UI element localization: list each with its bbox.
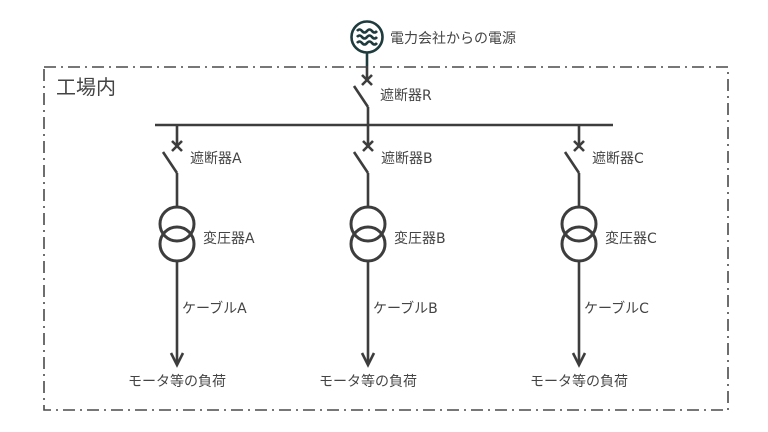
breaker-x-icon bbox=[362, 140, 374, 152]
load-label: モータ等の負荷 bbox=[530, 373, 628, 390]
breaker-x-icon bbox=[171, 140, 183, 152]
branch-b: 遮断器B 変圧器B ケーブルB モータ等の負荷 bbox=[319, 125, 446, 390]
breaker-x-icon bbox=[361, 74, 373, 86]
breaker-blade bbox=[352, 151, 370, 174]
arrow-head-icon bbox=[169, 352, 185, 368]
transformer-label: 変圧器B bbox=[394, 230, 446, 247]
load-label: モータ等の負荷 bbox=[128, 373, 226, 390]
power-source-label: 電力会社からの電源 bbox=[390, 31, 516, 47]
breaker-x-icon bbox=[573, 140, 585, 152]
factory-boundary bbox=[43, 66, 729, 411]
breaker-label: 遮断器B bbox=[381, 151, 433, 167]
ac-power-source-icon bbox=[350, 20, 384, 54]
breaker-label: 遮断器C bbox=[592, 151, 644, 167]
area-label: 工場内 bbox=[56, 75, 116, 99]
branch-c: 遮断器C 変圧器C ケーブルC モータ等の負荷 bbox=[530, 125, 657, 390]
cable-label: ケーブルA bbox=[182, 300, 247, 317]
cable-label: ケーブルB bbox=[373, 300, 438, 317]
transformer-icon bbox=[158, 205, 196, 263]
main-breaker-label: 遮断器R bbox=[380, 88, 432, 104]
breaker-blade bbox=[161, 151, 179, 174]
transformer-icon bbox=[560, 205, 598, 263]
transformer-label: 変圧器C bbox=[605, 230, 657, 247]
transformer-label: 変圧器A bbox=[203, 230, 255, 247]
breaker-blade bbox=[352, 85, 370, 108]
load-label: モータ等の負荷 bbox=[319, 373, 417, 390]
main-breaker: 遮断器R bbox=[352, 53, 432, 125]
breaker-label: 遮断器A bbox=[190, 151, 242, 167]
transformer-icon bbox=[349, 205, 387, 263]
branch-a: 遮断器A 変圧器A ケーブルA モータ等の負荷 bbox=[128, 125, 255, 390]
breaker-blade bbox=[563, 151, 581, 174]
arrow-head-icon bbox=[571, 352, 587, 368]
arrow-head-icon bbox=[360, 352, 376, 368]
power-source: 電力会社からの電源 bbox=[350, 20, 516, 54]
cable-label: ケーブルC bbox=[584, 300, 649, 317]
